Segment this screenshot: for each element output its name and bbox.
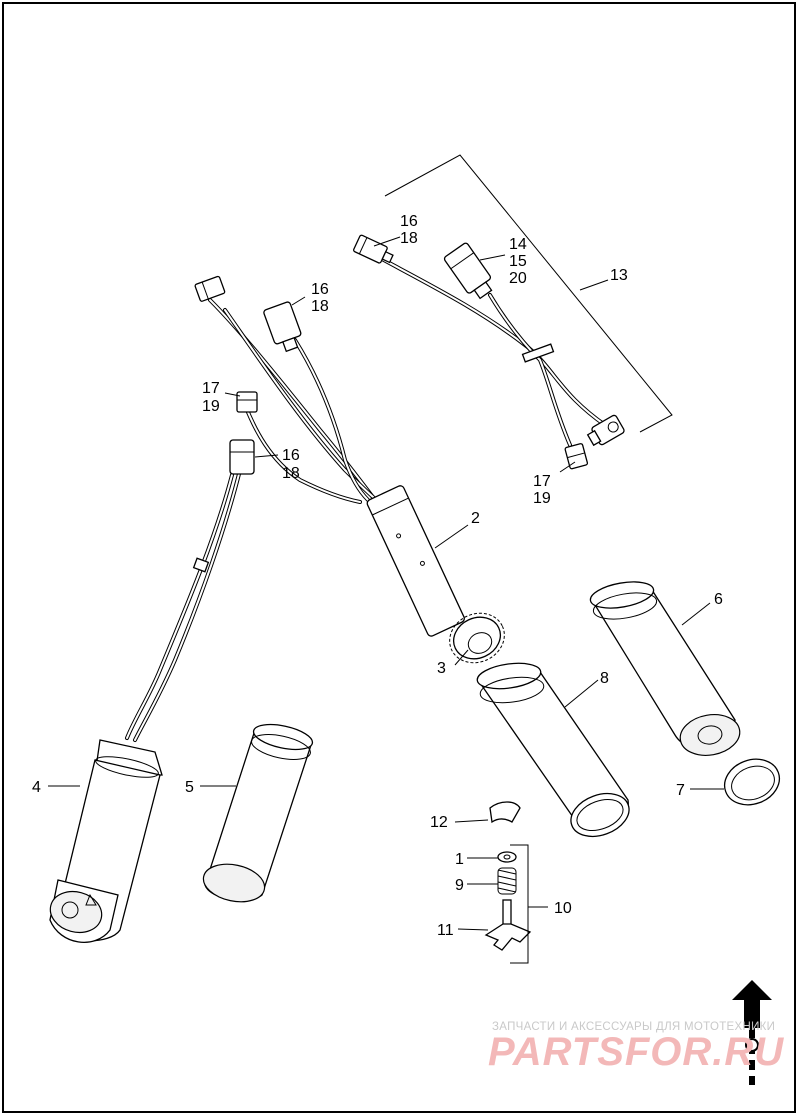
callout-14: 14 <box>509 236 527 253</box>
callout-16-18-left-a: 16 <box>282 447 300 464</box>
part-2-sleeve <box>366 485 465 637</box>
part-3-ring <box>449 612 505 664</box>
connector-16-18-left <box>229 439 255 475</box>
triangle-mark-icon <box>85 893 97 906</box>
part-11-knob <box>484 899 532 951</box>
callout-16-18-mid-a: 16 <box>311 281 329 298</box>
part-4-left-grip <box>49 739 163 943</box>
connector-16-18-mid <box>263 301 302 353</box>
callout-16-18-top-a: 16 <box>400 213 418 230</box>
callout-16-18-left-b: 18 <box>282 465 300 482</box>
left-harness <box>125 275 382 742</box>
callout-4: 4 <box>32 779 41 796</box>
callout-17-19-left-b: 19 <box>202 398 220 415</box>
watermark-brand: PARTSFOR.RU <box>488 1030 785 1074</box>
watermark-tagline: ЗАПЧАСТИ И АКСЕССУАРЫ ДЛЯ МОТОТЕХНИКИ <box>492 1021 776 1033</box>
callout-1: 1 <box>455 851 464 868</box>
callout-12: 12 <box>430 814 448 831</box>
callout-20: 20 <box>509 270 527 287</box>
part-5-grip <box>202 723 314 903</box>
front-direction-arrow-icon <box>732 980 772 1085</box>
callout-17-19-right-b: 19 <box>533 490 551 507</box>
callouts: 16 18 14 15 20 13 16 18 17 19 16 18 17 1… <box>32 213 723 939</box>
callout-15: 15 <box>509 253 527 270</box>
connector-14-15-20 <box>443 242 493 300</box>
callout-9: 9 <box>455 877 464 894</box>
callout-2: 2 <box>471 510 480 527</box>
part-8-grip <box>476 662 630 838</box>
callout-11: 11 <box>437 922 454 939</box>
callout-13: 13 <box>610 267 628 284</box>
part-9-spring <box>497 867 517 895</box>
part-1-nut <box>497 851 517 863</box>
callout-8: 8 <box>600 670 609 687</box>
callout-16-18-mid-b: 18 <box>311 298 329 315</box>
connector-top-left <box>194 275 226 302</box>
callout-17-19-right-a: 17 <box>533 473 551 490</box>
callout-10: 10 <box>554 900 572 917</box>
bracket-13 <box>384 154 673 433</box>
callout-5: 5 <box>185 779 194 796</box>
connector-17-19-right <box>564 443 589 470</box>
leader-lines <box>48 236 724 931</box>
harness-clip <box>521 343 555 363</box>
connector-17-19-left <box>236 391 258 413</box>
callout-6: 6 <box>714 591 723 608</box>
callout-7: 7 <box>676 782 685 799</box>
part-6-grip <box>589 581 741 756</box>
part-7-cap <box>723 758 781 806</box>
connector-16-18-top <box>353 234 394 264</box>
part-12-clip <box>489 801 521 824</box>
harness-13 <box>353 234 625 470</box>
connector-right-upper <box>586 414 625 447</box>
callout-17-19-left-a: 17 <box>202 380 220 397</box>
bracket-10 <box>510 844 529 964</box>
callout-3: 3 <box>437 660 446 677</box>
callout-16-18-top-b: 18 <box>400 230 418 247</box>
